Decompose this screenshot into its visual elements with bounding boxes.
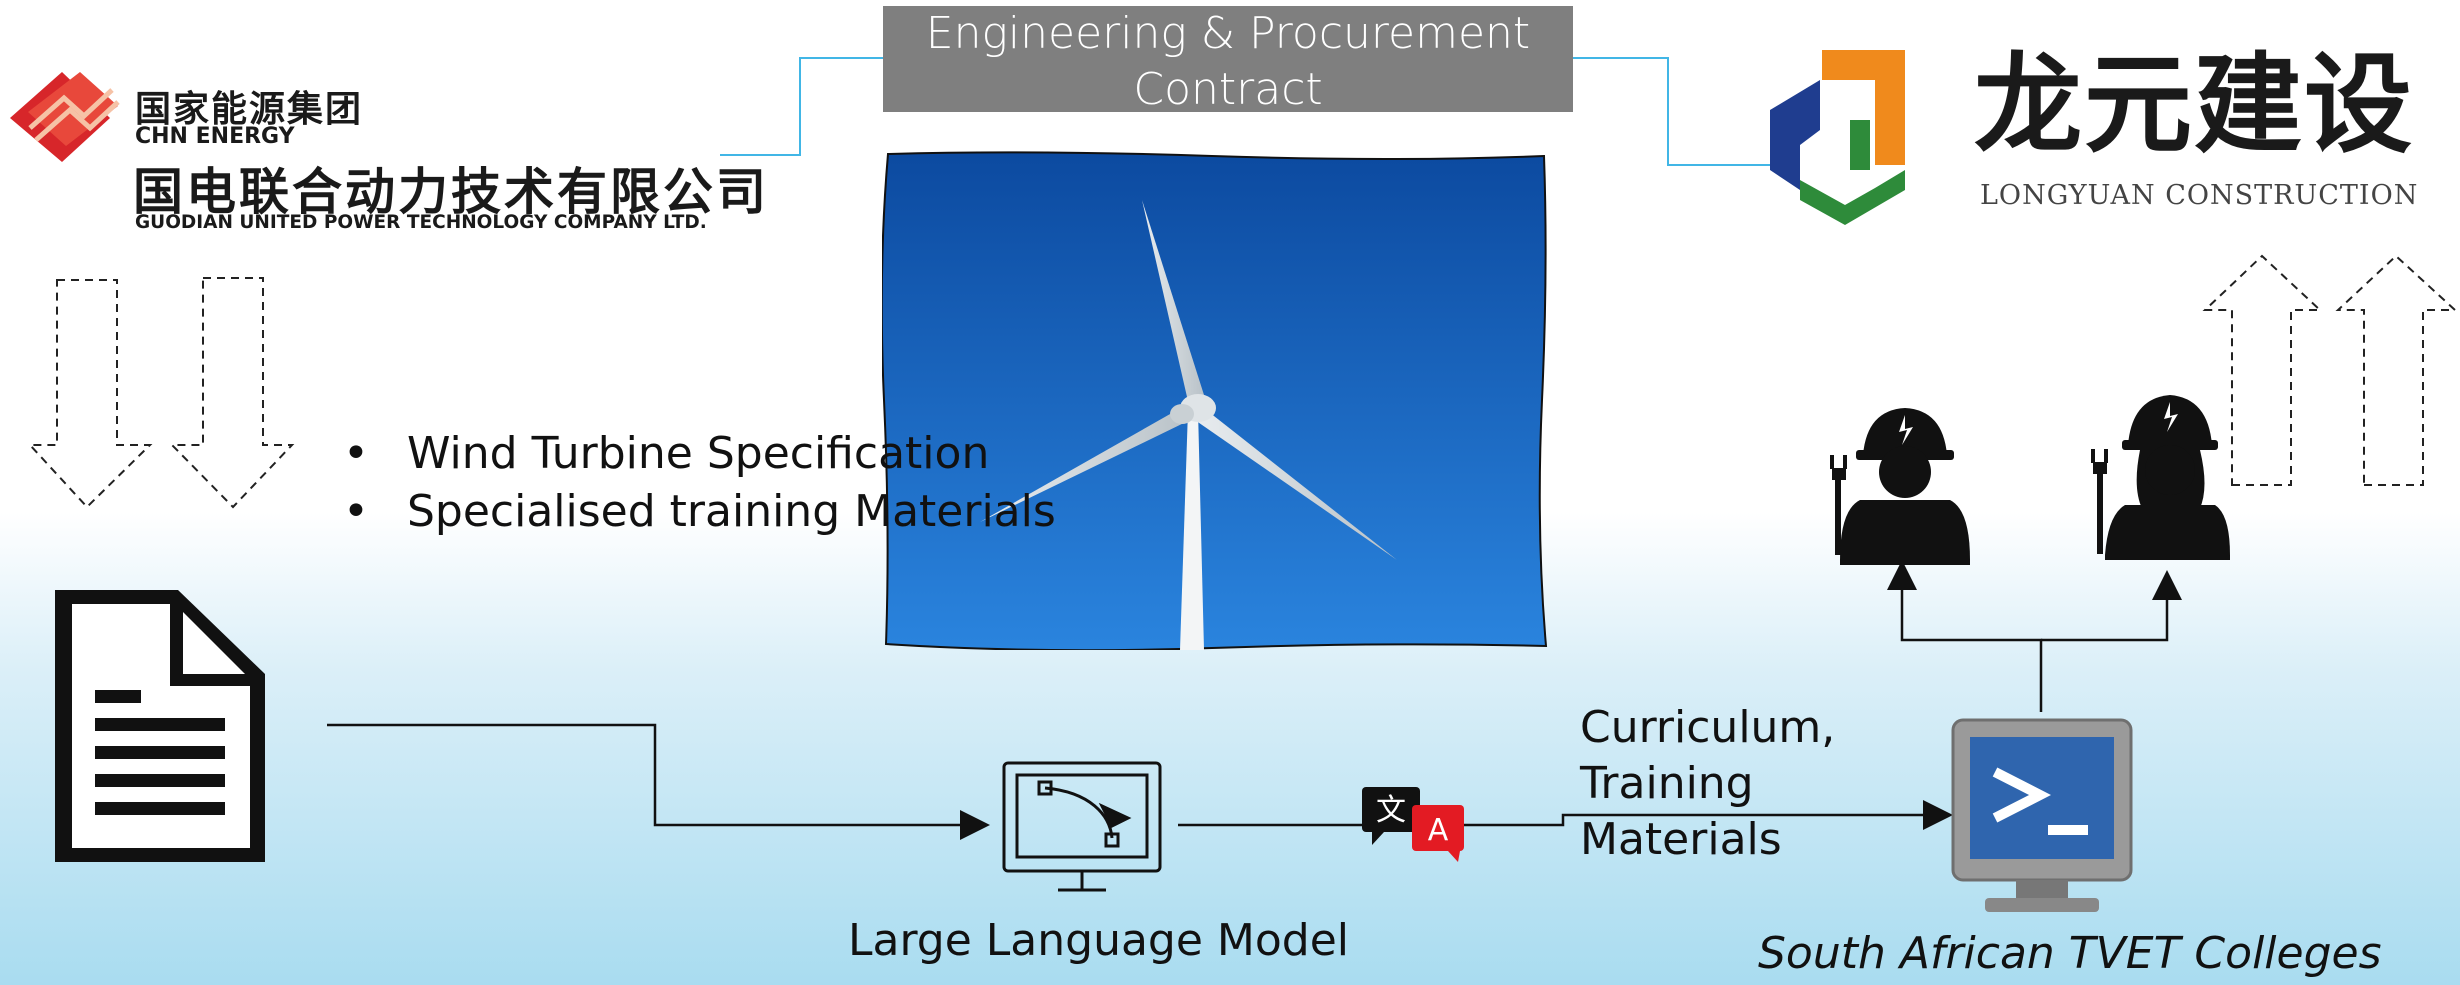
list-item: • Wind Turbine Specification: [335, 425, 1056, 483]
longyuan-name-cn: 龙元建设: [1974, 43, 2415, 168]
guodian-company-cn: 国电联合动力技术有限公司: [133, 163, 769, 221]
document-icon: [55, 590, 265, 862]
guodian-group-cn: 国家能源集团: [135, 89, 364, 130]
flow-tvet-to-workers: [1887, 560, 2043, 712]
electrician-worker-icon: [2091, 395, 2230, 560]
bullet-icon: •: [343, 486, 369, 537]
bullet-text: Specialised training Materials: [407, 486, 1056, 537]
contract-connector-left: [720, 57, 883, 156]
guodian-company-en: GUODIAN UNITED POWER TECHNOLOGY COMPANY …: [135, 212, 707, 233]
bullet-text: Wind Turbine Specification: [407, 428, 990, 479]
contract-label-box: Engineering & Procurement Contract: [883, 6, 1573, 115]
svg-text:A: A: [1428, 813, 1449, 848]
input-arrows-down: [27, 277, 295, 509]
computer-bezier-icon: [1002, 761, 1162, 892]
guodian-logo-icon: [10, 72, 120, 162]
llm-label: Large Language Model: [848, 915, 1350, 966]
terminal-monitor-icon: [1951, 718, 2133, 912]
electrician-worker-icon: [1830, 408, 1970, 565]
wind-turbine-image: [880, 151, 1548, 652]
flow-tvet-to-workers-right: [2041, 570, 2182, 642]
outputs-label: Curriculum, Training Materials: [1580, 702, 1836, 865]
flow-translate-to-tvet: [1455, 800, 1953, 830]
longyuan-name-en: LONGYUAN CONSTRUCTION: [1980, 180, 2419, 211]
wind-turbine-photo: [880, 150, 1550, 652]
bullet-icon: •: [343, 428, 369, 479]
guodian-group-en: CHN ENERGY: [135, 124, 295, 149]
tvet-label: South African TVET Colleges: [1758, 928, 2382, 979]
svg-text:文: 文: [1376, 793, 1406, 828]
list-item: • Specialised training Materials: [335, 483, 1056, 541]
longyuan-logo-icon: [1770, 50, 1905, 225]
output-arrows-up: [2202, 254, 2458, 486]
contract-label: Engineering & Procurement Contract: [925, 8, 1531, 115]
translate-icon: 文 A: [1362, 787, 1464, 862]
contract-connector-right: [1573, 57, 1770, 166]
input-bullet-list: • Wind Turbine Specification • Specialis…: [335, 425, 1056, 541]
flow-doc-to-llm: [327, 723, 990, 840]
